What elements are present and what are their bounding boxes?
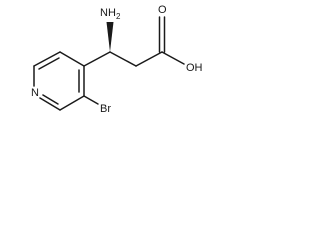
stereo-wedge-bond: [106, 22, 114, 52]
bond-ch2-carboxyl: [135, 51, 163, 67]
bond-c3-br: [83, 95, 99, 105]
amine-label: NH: [100, 7, 116, 19]
ring-double-bond-c2-n1: [42, 94, 59, 105]
pyridine-ring: [33, 51, 85, 111]
bond-carboxyl-oh: [161, 51, 185, 65]
structural-formula: NH 2 O OH N Br: [31, 4, 203, 115]
ring-bond-c5-c4: [59, 51, 85, 67]
hydroxyl-label: OH: [186, 62, 203, 74]
bromine-label: Br: [100, 103, 111, 115]
ring-bond-c2-n1: [39, 97, 61, 111]
ring-nitrogen-label: N: [31, 87, 39, 99]
ring-bond-c3-c2: [59, 95, 85, 111]
ring-bond-c6-c5: [33, 51, 61, 67]
bond-c4-stereocenter: [83, 51, 111, 67]
carbonyl-oxygen-label: O: [158, 4, 167, 16]
ring-double-bond-c5-c6: [38, 57, 60, 70]
amine-subscript: 2: [116, 12, 121, 21]
bond-stereocenter-ch2: [109, 51, 137, 67]
